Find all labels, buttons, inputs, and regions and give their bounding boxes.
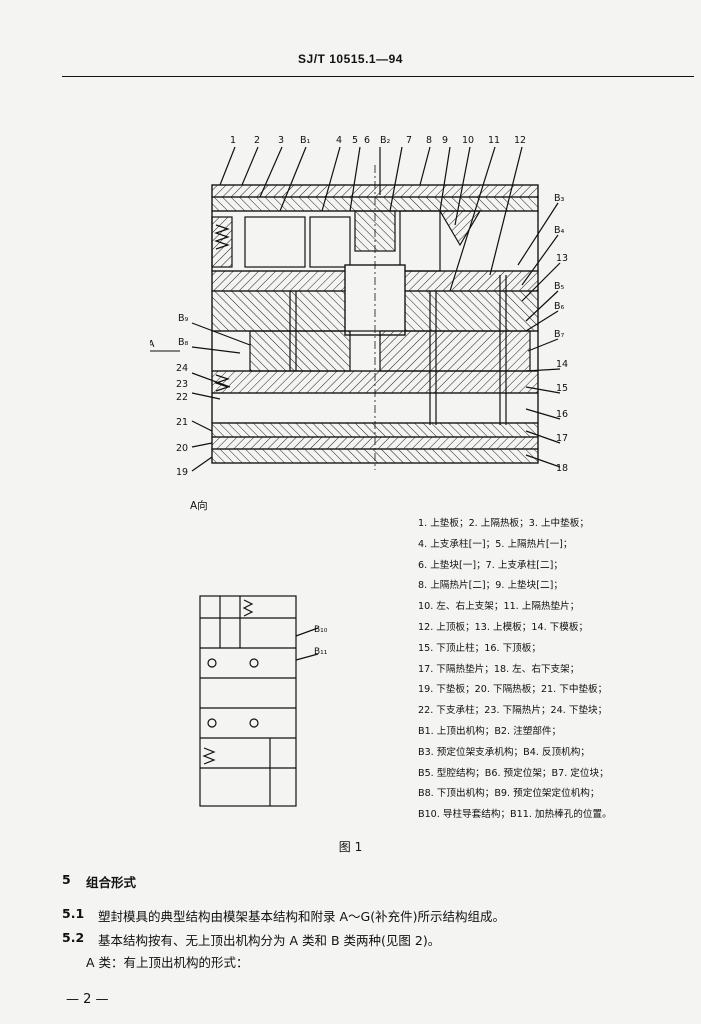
legend-line: B8. 下顶出机构；B9. 预定位架定位机构；: [418, 788, 600, 800]
legend-line: 12. 上顶板；13. 上模板；14. 下模板；: [418, 621, 589, 633]
clause-5-2-text: 基本结构按有、无上顶出机构分为 A 类和 B 类两种(见图 2)。: [98, 933, 441, 948]
callout-right-17: 17: [556, 433, 568, 444]
legend-line: 22. 下支承柱；23. 下隔热片；24. 下垫块；: [418, 705, 608, 717]
callout-left-b8: B₈: [178, 337, 189, 348]
callout-top-7: 7: [406, 135, 412, 146]
callout-top-5: 5: [352, 135, 358, 146]
callout-left-23: 23: [176, 379, 188, 390]
callout-b11: B₁₁: [314, 647, 328, 657]
legend-line: 15. 下顶止柱；16. 下顶板；: [418, 642, 541, 654]
page-number: — 2 —: [66, 992, 109, 1007]
callout-left-21: 21: [176, 417, 188, 428]
callout-right-14: 14: [556, 359, 568, 370]
callout-right-b4: B₄: [554, 225, 565, 236]
clause-5-1-text: 塑封模具的典型结构由模架基本结构和附录 A～G(补充件)所示结构组成。: [98, 909, 505, 924]
section-marker-a: A: [150, 339, 155, 350]
callout-right-b6: B₆: [554, 301, 565, 312]
view-a-title: A向: [190, 500, 208, 512]
callout-left-20: 20: [176, 443, 188, 454]
legend-line: 8. 上隔热片[二]；9. 上垫块[二]；: [418, 580, 563, 592]
callout-left-22: 22: [176, 392, 188, 403]
callout-top-12: 12: [514, 135, 526, 146]
callout-top-6: 6: [364, 135, 370, 146]
clause-5-2-number: 5.2: [62, 930, 85, 945]
header-rule: [62, 76, 694, 77]
legend-line: B5. 型腔结构；B6. 预定位架；B7. 定位块；: [418, 767, 609, 779]
legend-line: B10. 导柱导套结构；B11. 加热棒孔的位置。: [418, 809, 612, 821]
legend-line: 19. 下垫板；20. 下隔热板；21. 下中垫板；: [418, 684, 608, 696]
callout-right-13: 13: [556, 253, 568, 264]
legend-line: 6. 上垫块[一]；7. 上支承柱[二]；: [418, 559, 563, 571]
callout-top-3: 3: [278, 135, 284, 146]
callout-right-b5: B₅: [554, 281, 565, 292]
callout-right-16: 16: [556, 409, 568, 420]
class-a-line: A 类：有上顶出机构的形式：: [86, 955, 249, 970]
callout-right-18: 18: [556, 463, 568, 474]
legend-line: 10. 左、右上支架；11. 上隔热垫片；: [418, 601, 580, 613]
callout-left-19: 19: [176, 467, 188, 478]
callout-top-9: 9: [442, 135, 448, 146]
legend-line: B1. 上顶出机构；B2. 注塑部件；: [418, 725, 562, 737]
standard-number: SJ/T 10515.1—94: [298, 52, 403, 66]
callout-right-b3: B₃: [554, 193, 565, 204]
callout-top-10: 10: [462, 135, 474, 146]
mold-assembly-drawing: 1 2 3 B₁ 4 5 6 B₂ 7 8 9 10 11 12 B₃ B₄ 1…: [150, 135, 568, 478]
legend-line: 1. 上垫板；2. 上隔热板；3. 上中垫板；: [418, 518, 589, 529]
legend-line: 17. 下隔热垫片；18. 左、右下支架；: [418, 663, 580, 675]
callout-left-b9: B₉: [178, 313, 189, 324]
callout-top-2: 2: [254, 135, 260, 146]
callout-top-11: 11: [488, 135, 500, 146]
legend-line: 4. 上支承柱[一]；5. 上隔热片[一]；: [418, 538, 573, 550]
callout-right-b7: B₇: [554, 329, 565, 340]
callout-top-4: 4: [336, 135, 342, 146]
callout-right-15: 15: [556, 383, 568, 394]
section-title: 组合形式: [86, 875, 137, 890]
figure-caption: 图 1: [338, 840, 363, 854]
callout-top-1: 1: [230, 135, 236, 146]
callout-b10: B₁₀: [314, 625, 328, 635]
legend-line: B3. 预定位架支承机构；B4. 反顶机构；: [418, 746, 590, 758]
callout-top-b1: B₁: [300, 135, 311, 146]
callout-top-b2: B₂: [380, 135, 391, 146]
view-a-drawing: B₁₀ B₁₁: [199, 595, 328, 807]
section-number: 5: [62, 872, 71, 887]
callout-top-8: 8: [426, 135, 432, 146]
callout-left-24: 24: [176, 363, 188, 374]
clause-5-1-number: 5.1: [62, 906, 85, 921]
figure-legend: 1. 上垫板；2. 上隔热板；3. 上中垫板； 4. 上支承柱[一]；5. 上隔…: [418, 514, 698, 826]
